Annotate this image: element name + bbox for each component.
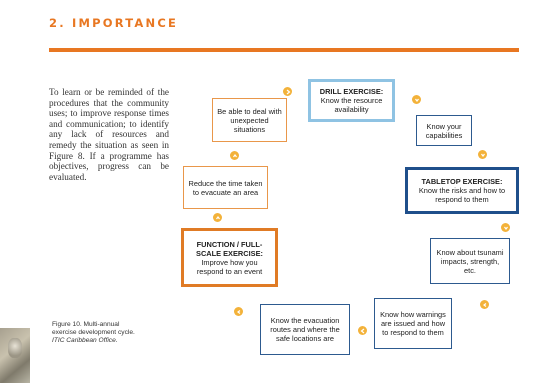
box-drill-exercise: DRILL EXERCISE: Know the resource availa… bbox=[308, 79, 395, 122]
box-know-capabilities-text: Know your capabilities bbox=[425, 121, 463, 140]
arrow-left-icon bbox=[358, 326, 367, 335]
box-warnings-text: Know how warnings are issued and how to … bbox=[380, 310, 446, 337]
arrow-down-right-icon bbox=[412, 95, 421, 104]
arrow-up-left-icon bbox=[234, 307, 243, 316]
box-tsunami-impacts-text: Know about tsunami impacts, strength, et… bbox=[436, 247, 504, 275]
section-divider bbox=[49, 48, 519, 52]
box-deal-unexpected-text: Be able to deal with unexpected situatio… bbox=[217, 106, 282, 134]
box-evacuation-routes-text: Know the evacuation routes and where the… bbox=[270, 316, 340, 343]
box-tsunami-impacts: Know about tsunami impacts, strength, et… bbox=[430, 238, 510, 284]
arrow-up-icon bbox=[213, 213, 222, 222]
arrow-down-right-icon bbox=[478, 150, 487, 159]
arrow-down-icon bbox=[501, 223, 510, 232]
tabletop-exercise-text: Know the risks and how to respond to the… bbox=[418, 186, 506, 204]
functional-exercise-title: FUNCTION / FULL-SCALE EXERCISE: bbox=[196, 239, 263, 258]
box-functional-exercise: FUNCTION / FULL-SCALE EXERCISE: Improve … bbox=[181, 228, 278, 287]
drill-exercise-title: DRILL EXERCISE: bbox=[319, 87, 384, 96]
arrow-up-icon bbox=[230, 151, 239, 160]
figure-caption: Figure 10. Multi-annual exercise develop… bbox=[52, 321, 137, 345]
box-reduce-time-text: Reduce the time taken to evacuate an are… bbox=[188, 178, 263, 197]
photo-thumbnail bbox=[0, 328, 30, 383]
drill-exercise-text: Know the resource availability bbox=[320, 96, 383, 114]
box-deal-unexpected: Be able to deal with unexpected situatio… bbox=[212, 98, 287, 142]
arrow-down-left-icon bbox=[480, 300, 489, 309]
arrow-right-icon bbox=[283, 87, 292, 96]
box-reduce-time: Reduce the time taken to evacuate an are… bbox=[183, 166, 268, 209]
box-know-capabilities: Know your capabilities bbox=[416, 115, 472, 146]
section-heading: 2. IMPORTANCE bbox=[49, 16, 179, 30]
figure-caption-source: ITIC Caribbean Office. bbox=[52, 337, 118, 344]
box-evacuation-routes: Know the evacuation routes and where the… bbox=[260, 304, 350, 355]
box-warnings: Know how warnings are issued and how to … bbox=[374, 298, 452, 349]
figure-caption-label: Figure 10. Multi-annual exercise develop… bbox=[52, 321, 135, 336]
box-tabletop-exercise: TABLETOP EXERCISE: Know the risks and ho… bbox=[405, 167, 519, 214]
functional-exercise-text: Improve how you respond to an event bbox=[196, 257, 263, 276]
intro-paragraph: To learn or be reminded of the procedure… bbox=[49, 87, 169, 182]
tabletop-exercise-title: TABLETOP EXERCISE: bbox=[421, 177, 503, 186]
